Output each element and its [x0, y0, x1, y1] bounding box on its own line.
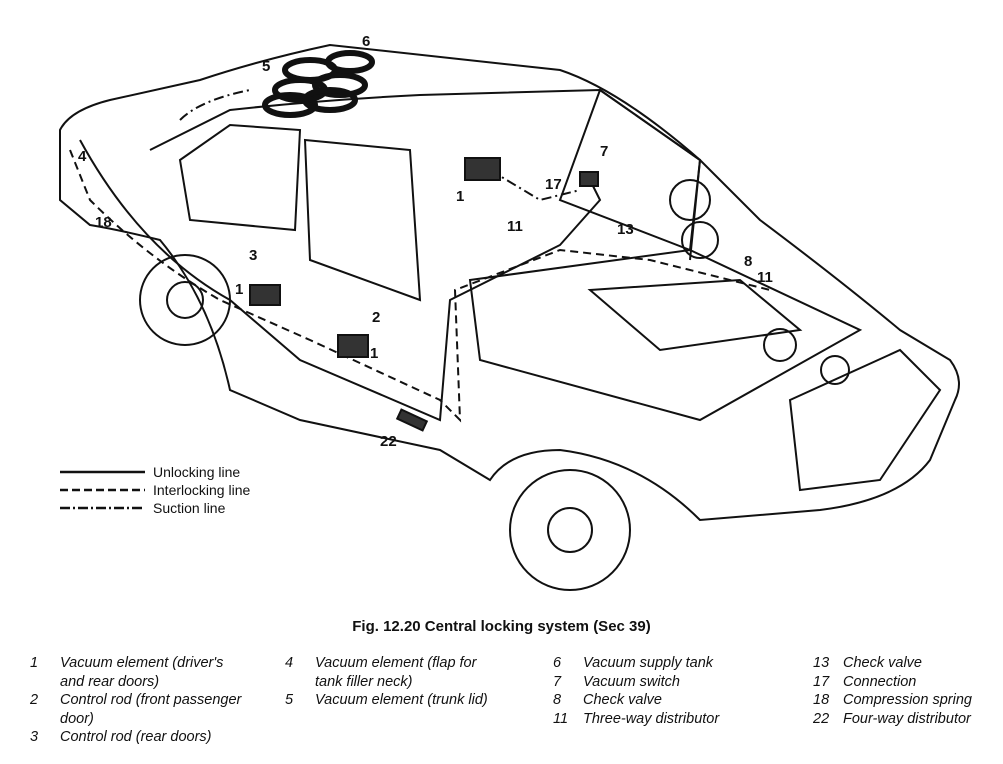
rear-hub — [166, 281, 204, 319]
key-text: Control rod (rear doors) — [60, 729, 212, 745]
callout-8: 8 — [744, 253, 753, 270]
spare-tank — [669, 179, 711, 221]
legend-interlocking: Interlocking line — [60, 481, 250, 499]
key-item: 2 Control rod (front passenger door) — [30, 691, 250, 728]
hood — [468, 248, 863, 422]
key-num: 18 — [813, 692, 830, 708]
key-num: 8 — [553, 692, 562, 708]
vacuum-supply-tank — [262, 50, 375, 118]
vacuum-element-driver — [464, 157, 501, 181]
key-column-4: 13 Check valve 17 Connection 18 Compression… — [813, 654, 1003, 728]
line-legend: Unlocking line Interlocking line Suction… — [60, 463, 250, 517]
key-num: 6 — [553, 655, 562, 671]
key-num: 3 — [30, 729, 39, 745]
figure-caption: Fig. 12.20 Central locking system (Sec 3… — [352, 618, 651, 635]
callout-5: 5 — [262, 58, 271, 75]
key-num: 1 — [30, 655, 39, 671]
key-item: 5 Vacuum element (trunk lid) — [285, 691, 490, 710]
car-illustration — [59, 43, 960, 591]
key-item: 1 Vacuum element (driver's and rear doors… — [30, 654, 250, 691]
key-text: Control rod (front passenger door) — [60, 692, 242, 727]
grille — [788, 348, 942, 492]
key-num: 5 — [285, 692, 294, 708]
interlocking-line — [69, 149, 771, 423]
legend-label: Suction line — [153, 500, 226, 516]
key-num: 13 — [813, 655, 830, 671]
air-filter — [763, 328, 797, 362]
callout-1: 1 — [235, 281, 244, 298]
key-num: 2 — [30, 692, 39, 708]
key-item: 18 Compression spring — [813, 691, 1003, 710]
callout-7: 7 — [600, 143, 609, 160]
car-body-outline — [59, 43, 960, 522]
callout-11: 11 — [757, 269, 773, 286]
key-column-2: 4 Vacuum element (flap for tank filler ne… — [285, 654, 490, 710]
key-item: 6 Vacuum supply tank — [553, 654, 793, 673]
four-way-distributor — [395, 408, 429, 432]
vacuum-element-rear — [249, 284, 281, 306]
callout-1: 1 — [370, 345, 379, 362]
callout-13: 13 — [617, 221, 634, 238]
key-num: 11 — [553, 710, 569, 727]
key-num: 4 — [285, 655, 294, 671]
key-text: Compression spring — [843, 692, 972, 708]
vacuum-element-passenger — [337, 334, 369, 358]
callout-3: 3 — [249, 247, 258, 264]
unlocking-line — [79, 139, 602, 422]
key-text: Vacuum supply tank — [583, 655, 714, 671]
callout-4: 4 — [78, 148, 87, 165]
vacuum-switch — [579, 171, 599, 187]
key-item: 17 Connection — [813, 673, 1003, 692]
front-hub — [547, 507, 593, 553]
callout-2: 2 — [372, 309, 381, 326]
key-column-1: 1 Vacuum element (driver's and rear doors… — [30, 654, 250, 747]
key-text: Vacuum switch — [583, 673, 680, 690]
key-num: 17 — [813, 673, 830, 690]
callout-17: 17 — [545, 176, 562, 193]
key-item: 13 Check valve — [813, 654, 1003, 673]
solid-line-swatch — [60, 470, 145, 474]
dashed-line-swatch — [60, 488, 145, 492]
legend-label: Unlocking line — [153, 464, 241, 480]
headlight — [820, 355, 850, 385]
key-text: Vacuum element (driver's and rear doors) — [60, 655, 224, 690]
roof-line — [149, 88, 702, 261]
key-num: 7 — [553, 673, 562, 690]
callout-6: 6 — [362, 33, 371, 50]
legend-suction: Suction line — [60, 499, 250, 517]
engine-cover — [587, 278, 803, 352]
key-text: Check valve — [843, 655, 922, 671]
key-column-3: 6 Vacuum supply tank 7 Vacuum switch 8 Chec… — [553, 654, 793, 728]
key-item: 7 Vacuum switch — [553, 673, 793, 692]
key-text: Four-way distributor — [843, 710, 971, 727]
key-text: Vacuum element (flap for tank filler nec… — [315, 655, 477, 690]
front-wheel — [509, 469, 631, 591]
key-item: 11 Three-way distributor — [553, 710, 793, 729]
legend-unlocking: Unlocking line — [60, 463, 250, 481]
key-text: Connection — [843, 673, 917, 690]
suction-line — [179, 89, 581, 202]
key-text: Three-way distributor — [583, 710, 720, 727]
key-item: 8 Check valve — [553, 691, 793, 710]
callout-22: 22 — [380, 433, 397, 450]
callout-1: 1 — [456, 188, 465, 205]
key-text: Vacuum element (trunk lid) — [315, 692, 488, 708]
callout-18: 18 — [95, 214, 112, 231]
key-item: 4 Vacuum element (flap for tank filler ne… — [285, 654, 490, 691]
callout-11: 11 — [507, 218, 523, 235]
key-text: Check valve — [583, 692, 662, 708]
key-item: 22 Four-way distributor — [813, 710, 1003, 729]
legend-label: Interlocking line — [153, 482, 251, 498]
dash-dot-line-swatch — [60, 506, 145, 510]
windows — [178, 123, 422, 302]
key-num: 22 — [813, 710, 830, 727]
key-item: 3 Control rod (rear doors) — [30, 728, 250, 747]
